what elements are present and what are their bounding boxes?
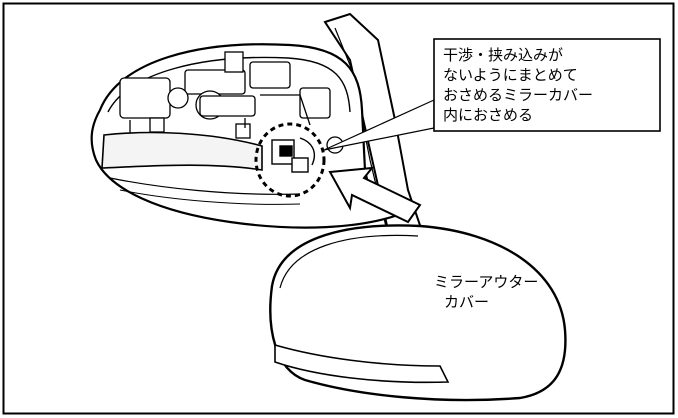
cover-lens-slot — [274, 343, 450, 384]
lens-lower-strip-2 — [119, 189, 301, 205]
callout-line-2: ないようにまとめて — [443, 66, 578, 84]
turn-signal-lens — [101, 131, 263, 171]
cover-label-line-2: カバー — [444, 293, 490, 311]
callout-line-4: 内におさめる — [443, 106, 534, 124]
cover-label-line-1: ミラーアウター — [434, 273, 539, 291]
highlight-dashed-circle — [254, 122, 326, 198]
cover-inner-edge — [279, 234, 419, 289]
insert-direction-arrow — [328, 166, 422, 224]
lens-lower-strip — [109, 177, 301, 195]
callout-line-1: 干渉・挟み込みが — [443, 46, 564, 64]
mirror-outer-cover — [269, 224, 567, 402]
outer-cover-label: ミラーアウター カバー — [434, 272, 538, 312]
callout-box — [433, 38, 661, 132]
harness-connector — [271, 137, 316, 173]
callout-text: 干渉・挟み込みが ないようにまとめて おさめるミラーカバー 内におさめる — [443, 45, 653, 125]
callout-line-3: おさめるミラーカバー — [443, 86, 594, 104]
